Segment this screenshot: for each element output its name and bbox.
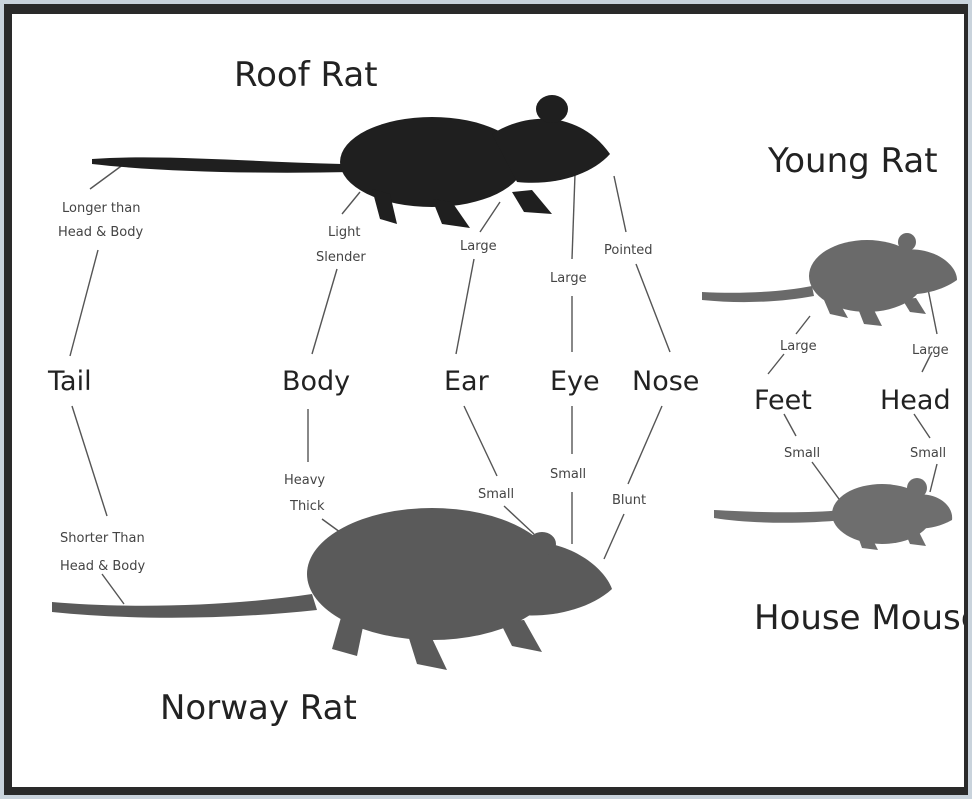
tail-line-norway bbox=[102, 574, 124, 604]
norway-rat-title: Norway Rat bbox=[160, 688, 357, 728]
body-line-roof-lower bbox=[312, 269, 337, 354]
young-rat-title: Young Rat bbox=[767, 141, 938, 181]
roof-body-trait-line2: Slender bbox=[316, 250, 366, 265]
diagram-canvas: Roof Rat Norway Rat Young Rat House Mous… bbox=[12, 14, 964, 787]
feet-line-young-lower bbox=[768, 354, 784, 374]
feature-body: Body bbox=[282, 366, 350, 397]
norway-body-trait-line1: Heavy bbox=[284, 473, 325, 488]
ear-line-norway-upper bbox=[464, 406, 497, 476]
image-frame: Roof Rat Norway Rat Young Rat House Mous… bbox=[4, 4, 968, 795]
nose-line-roof-lower bbox=[636, 264, 670, 352]
head-line-mouse-upper bbox=[914, 414, 930, 438]
feature-head: Head bbox=[880, 385, 951, 416]
tail-line-norway-upper bbox=[72, 406, 107, 516]
feature-nose: Nose bbox=[632, 366, 699, 397]
ear-line-roof bbox=[480, 202, 500, 232]
roof-body-trait-line1: Light bbox=[328, 225, 360, 240]
rat-comparison-diagram: Roof Rat Norway Rat Young Rat House Mous… bbox=[12, 14, 964, 787]
tail-line-roof bbox=[90, 164, 124, 189]
tail-line-roof-lower bbox=[70, 250, 98, 356]
norway-nose-trait: Blunt bbox=[612, 493, 646, 508]
body-line-roof bbox=[342, 192, 360, 214]
house-mouse-title: House Mouse bbox=[754, 598, 964, 638]
roof-tail-trait-line1: Longer than bbox=[62, 201, 140, 216]
norway-eye-trait: Small bbox=[550, 467, 586, 482]
roof-nose-trait: Pointed bbox=[604, 243, 653, 258]
eye-line-roof bbox=[572, 174, 575, 259]
mouse-feet-trait: Small bbox=[784, 446, 820, 461]
feature-ear: Ear bbox=[444, 366, 490, 397]
roof-rat-illustration bbox=[92, 95, 610, 228]
head-line-mouse bbox=[930, 464, 937, 492]
roof-ear-trait: Large bbox=[460, 239, 497, 254]
nose-line-roof bbox=[614, 176, 626, 232]
roof-tail-trait-line2: Head & Body bbox=[58, 225, 144, 240]
nose-line-norway bbox=[604, 514, 624, 559]
feature-eye: Eye bbox=[550, 366, 600, 397]
young-head-trait: Large bbox=[912, 343, 949, 358]
norway-body-trait-line2: Thick bbox=[289, 499, 325, 514]
norway-tail-trait-line1: Shorter Than bbox=[60, 531, 145, 546]
feet-line-mouse-upper bbox=[784, 414, 796, 436]
feature-feet: Feet bbox=[754, 385, 812, 416]
house-mouse-illustration bbox=[714, 478, 952, 550]
mouse-head-trait: Small bbox=[910, 446, 946, 461]
roof-eye-trait: Large bbox=[550, 271, 587, 286]
nose-line-norway-upper bbox=[628, 406, 662, 484]
young-rat-illustration bbox=[702, 233, 957, 326]
ear-line-roof-lower bbox=[456, 259, 474, 354]
feet-line-young bbox=[796, 316, 810, 334]
roof-rat-title: Roof Rat bbox=[234, 55, 378, 95]
norway-ear-trait: Small bbox=[478, 487, 514, 502]
feature-tail: Tail bbox=[47, 366, 92, 397]
norway-tail-trait-line2: Head & Body bbox=[60, 559, 146, 574]
young-feet-trait: Large bbox=[780, 339, 817, 354]
